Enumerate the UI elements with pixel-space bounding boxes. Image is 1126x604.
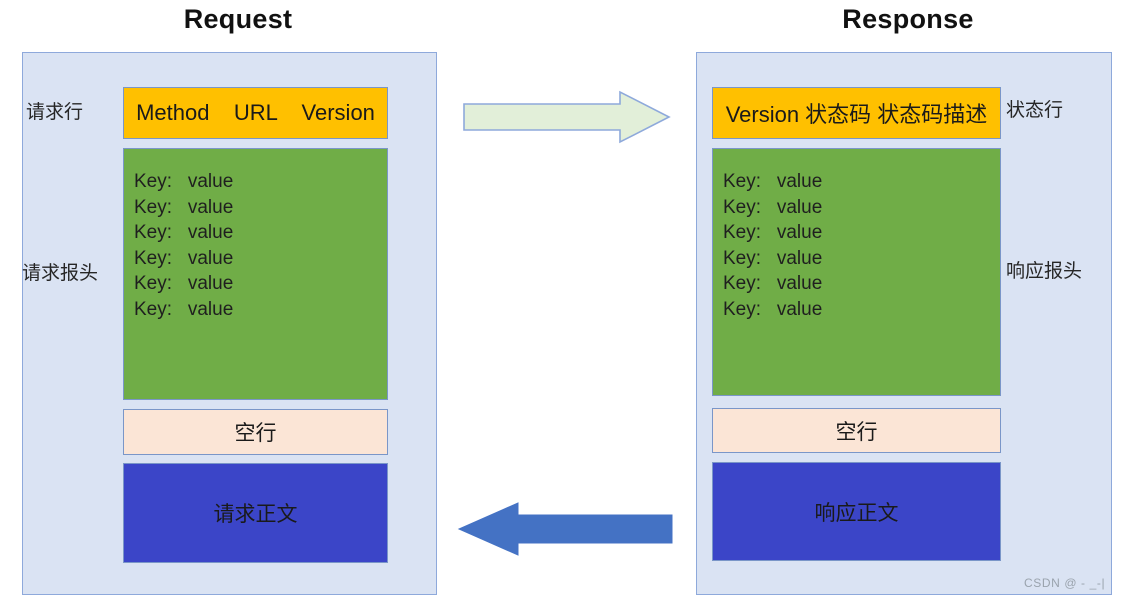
header-line: Key: value: [134, 171, 234, 192]
request-body-text: 请求正文: [213, 503, 298, 526]
response-headers-box: Key: value Key: value Key: value Key: va…: [712, 148, 1001, 396]
response-body-text: 响应正文: [814, 501, 899, 525]
response-arrow-left-icon: [457, 502, 673, 556]
header-line: Key: value: [723, 196, 823, 218]
header-line: Key: value: [723, 247, 823, 269]
response-empty-line-text: 空行: [835, 420, 878, 444]
request-panel-title: Request: [183, 4, 293, 34]
header-line: Key: value: [134, 222, 234, 243]
header-line: Key: value: [723, 273, 823, 294]
header-line: Key: value: [723, 222, 823, 243]
header-line: Key: value: [134, 247, 234, 269]
status-line-text: Version 状态码 状态码描述: [725, 102, 988, 127]
csdn-watermark: CSDN @ - _-|: [1024, 576, 1106, 590]
response-panel: Version 状态码 状态码描述 Key: value Key: value …: [696, 52, 1112, 595]
status-line-label: 状态行: [1006, 100, 1064, 121]
request-arrow-right-icon: [463, 90, 671, 144]
response-headers-label: 响应报头: [1006, 261, 1083, 282]
header-line: Key: value: [134, 298, 234, 320]
response-panel-title: Response: [842, 4, 974, 34]
response-empty-line-box: 空行: [712, 408, 1001, 453]
request-headers-box: Key: value Key: value Key: value Key: va…: [123, 148, 388, 400]
header-line: Key: value: [723, 171, 823, 192]
header-line: Key: value: [134, 273, 234, 294]
request-line-label: 请求行: [26, 102, 84, 123]
request-panel: Method URL Version Key: value Key: value…: [22, 52, 437, 595]
request-empty-line-text: 空行: [234, 422, 277, 445]
request-body-box: 请求正文: [123, 463, 388, 563]
request-empty-line-box: 空行: [123, 409, 388, 455]
status-line-box: Version 状态码 状态码描述: [712, 87, 1001, 139]
request-line-box: Method URL Version: [123, 87, 388, 139]
request-line-text: Method URL Version: [136, 100, 375, 125]
header-line: Key: value: [723, 298, 823, 320]
request-headers-label: 请求报头: [22, 263, 99, 284]
response-body-box: 响应正文: [712, 462, 1001, 561]
header-line: Key: value: [134, 196, 234, 218]
